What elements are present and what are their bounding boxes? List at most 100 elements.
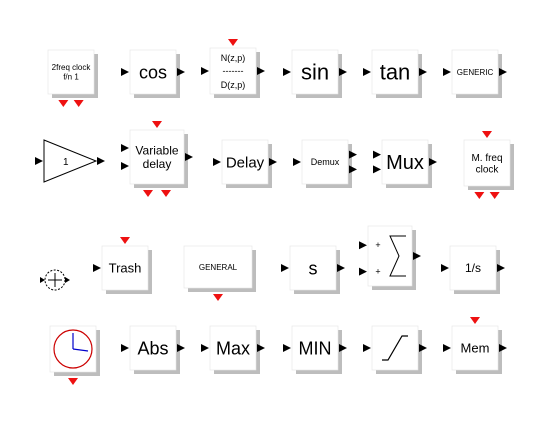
block-discrete-transfer[interactable]: N(z,p)-------D(z,p) [201,39,265,98]
block-body [371,49,419,95]
block-summation[interactable]: ++ [359,225,421,290]
output-port [349,150,357,159]
block-label: Mem [461,341,490,356]
block-label: M. freq [471,153,502,164]
output-port [419,344,427,352]
block-label: Delay [226,154,265,171]
input-port [443,68,451,76]
block-abs[interactable]: Abs [121,325,185,374]
block-label: Mux [386,152,424,174]
sigma-icon [389,235,406,277]
event-output-port [213,294,223,301]
block-delay[interactable]: Delay [213,139,277,188]
event-output-port [161,190,171,197]
input-port [35,157,43,165]
input-port [441,264,449,272]
block-label: Variable [135,143,178,157]
block-derivative[interactable]: s [281,245,345,294]
block-label: sin [301,60,329,85]
block-label: N(z,p) [221,53,246,63]
block-label: MIN [299,338,332,358]
input-port [293,158,301,166]
input-port [283,68,291,76]
saturation-icon [382,335,408,361]
block-gain[interactable]: 1 [35,139,105,183]
block-trash[interactable]: Trash [93,237,152,294]
sign-label: + [375,240,380,250]
output-port [177,68,185,76]
block-label: f/n 1 [63,72,79,81]
input-port [373,150,381,159]
block-body [209,325,257,371]
block-label: Abs [137,338,168,358]
block-label: GENERIC [457,68,494,77]
input-port [40,277,45,283]
input-port [121,162,129,170]
input-port [359,267,367,276]
block-clock[interactable] [49,325,100,385]
block-tan[interactable]: tan [363,49,427,98]
output-port [349,165,357,174]
input-port [121,144,129,152]
block-max[interactable]: Max [201,325,265,374]
input-port [121,344,129,352]
block-body [367,225,413,287]
output-port [97,157,105,165]
event-output-port [489,192,500,199]
block-general[interactable]: GENERAL [183,245,256,301]
input-port [201,344,209,352]
block-saturation[interactable] [363,325,427,374]
input-port [373,165,381,174]
output-port [177,344,185,352]
output-port [337,264,345,272]
output-port [269,158,277,166]
output-port [499,68,507,76]
block-label: 1 [63,157,69,168]
block-label: ------- [223,66,244,76]
block-sin[interactable]: sin [283,49,347,98]
event-input-port [120,237,130,244]
output-port [257,344,265,352]
block-body [291,49,339,95]
input-port [363,68,371,76]
block-label: cos [139,62,167,82]
block-memory[interactable]: Mem [443,317,507,374]
block-body [291,325,339,371]
event-output-port [68,378,78,385]
block-body [289,245,337,291]
input-port [283,344,291,352]
block-body [381,139,429,185]
output-port [413,252,421,260]
block-body [221,139,269,185]
block-label: 1/s [465,261,481,275]
event-output-port [143,190,153,197]
block-min[interactable]: MIN [283,325,347,374]
input-port [363,344,371,352]
input-port [213,158,221,166]
event-input-port [482,131,492,138]
block-cos[interactable]: cos [121,49,185,98]
block-body [183,245,253,289]
block-label: delay [143,157,172,171]
block-mux[interactable]: Mux [373,139,437,188]
block-label: s [309,258,318,278]
block-body [301,139,349,185]
event-output-port [474,192,485,199]
block-summation-circle[interactable] [40,269,70,291]
input-port [201,67,209,75]
sign-label: + [375,267,380,277]
block-body [129,325,177,371]
block-demux[interactable]: Demux [293,139,357,188]
block-body [451,49,499,95]
event-input-port [470,317,480,324]
block-label: GENERAL [199,263,238,272]
output-port [419,68,427,76]
block-integrator[interactable]: 1/s [441,245,505,294]
block-body [463,139,511,187]
block-body [129,49,177,95]
block-generic[interactable]: GENERIC [443,49,507,98]
block-body [449,245,497,291]
